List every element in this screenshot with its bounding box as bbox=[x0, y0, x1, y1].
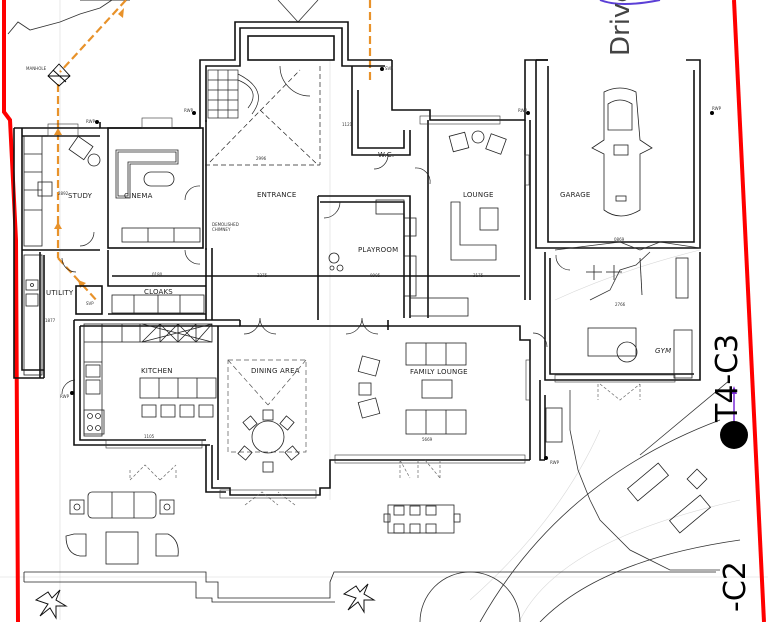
rwp-label-1: RWP bbox=[86, 119, 95, 124]
flow-arrows bbox=[54, 8, 124, 288]
dim-kitchen-w: 1105 bbox=[144, 434, 155, 439]
plant-icon bbox=[34, 583, 376, 620]
french-doors bbox=[129, 383, 641, 506]
dim-wc-w: 1121 bbox=[342, 122, 353, 127]
svp-label-utility: SVP bbox=[86, 301, 94, 306]
room-label-wc: W.C. bbox=[378, 151, 395, 159]
room-label-family-lounge: FAMILY LOUNGE bbox=[410, 368, 468, 376]
dining-void bbox=[227, 359, 307, 453]
terrain-line bbox=[7, 0, 113, 35]
rwp-label-4: RWP bbox=[712, 106, 721, 111]
dim-family-w: 5669 bbox=[422, 437, 433, 442]
room-label-entrance: ENTRANCE bbox=[257, 191, 297, 199]
rwp-label-2: RWP bbox=[184, 108, 193, 113]
furniture bbox=[23, 87, 716, 603]
room-label-kitchen: KITCHEN bbox=[141, 367, 173, 375]
room-label-garage: GARAGE bbox=[560, 191, 591, 199]
dim-playroom-w: 0905 bbox=[370, 273, 381, 278]
room-label-dining: DINING AREA bbox=[251, 367, 300, 375]
dim-study-w: 2892 bbox=[58, 191, 69, 196]
dim-band-1: 3275 bbox=[257, 273, 268, 278]
rwp-label-6: RWP bbox=[550, 460, 559, 465]
arc-marker bbox=[599, 0, 661, 5]
doors bbox=[61, 65, 571, 395]
room-label-study: STUDY bbox=[68, 192, 93, 200]
manhole-icon bbox=[47, 63, 71, 87]
room-label-cloaks: CLOAKS bbox=[144, 288, 173, 296]
drive-label: Drive bbox=[606, 0, 636, 56]
walls bbox=[13, 21, 701, 496]
staircase bbox=[207, 69, 259, 119]
tree-marker-t4c3: T4-C3 bbox=[710, 333, 745, 422]
dim-entrance-w: 2996 bbox=[256, 156, 267, 161]
dim-garage-w: 0869 bbox=[614, 237, 625, 242]
tree-canopy bbox=[419, 241, 741, 622]
room-label-utility: UTILITY bbox=[46, 289, 74, 297]
manhole-label: MANHOLE bbox=[26, 66, 47, 71]
marker-arrowhead bbox=[731, 386, 737, 394]
windows bbox=[47, 115, 676, 499]
drainage-route bbox=[56, 0, 372, 303]
marker-dot bbox=[720, 421, 748, 449]
entrance-void bbox=[205, 66, 321, 166]
room-label-playroom: PLAYROOM bbox=[358, 246, 399, 254]
rwp-label-3: RWP bbox=[518, 108, 527, 113]
room-label-cinema: CINEMA bbox=[124, 192, 153, 200]
dim-utility-w: 1877 bbox=[45, 318, 56, 323]
dim-band-2: 3175 bbox=[473, 273, 484, 278]
room-label-lounge: LOUNGE bbox=[463, 191, 494, 199]
demolished-chimney-label: DEMOLISHED CHIMNEY bbox=[212, 222, 239, 232]
dim-cloaks-w: 0180 bbox=[152, 272, 163, 277]
tree-marker-c2: -C2 bbox=[718, 561, 753, 612]
dim-gym-w: 2766 bbox=[615, 302, 626, 307]
rwp-markers bbox=[70, 67, 714, 460]
rwp-label-5: RWP bbox=[60, 394, 69, 399]
room-label-gym: GYM bbox=[655, 347, 672, 355]
svp-label: SVP bbox=[385, 66, 393, 71]
